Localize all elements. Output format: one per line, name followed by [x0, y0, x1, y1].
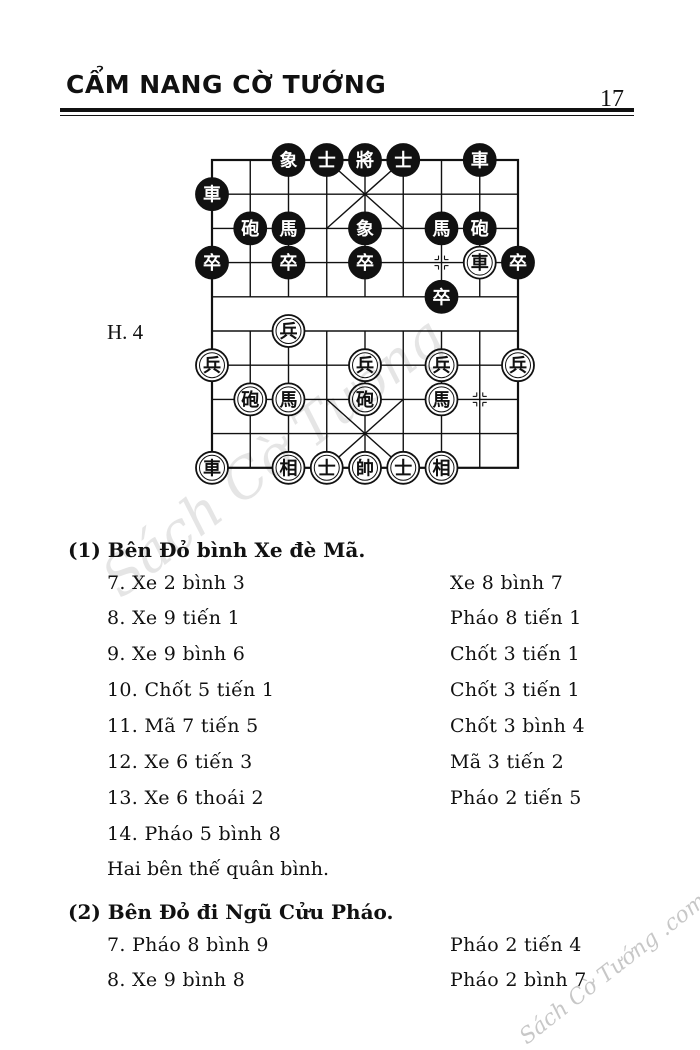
move-red: 7. Pháo 8 bình 9: [107, 934, 269, 956]
red-cannon-label: 砲: [356, 389, 374, 411]
move-black: Pháo 2 tiến 4: [450, 934, 582, 956]
red-soldier-label: 兵: [203, 356, 221, 377]
black-advisor-piece: 士: [386, 143, 421, 177]
move-red: 13. Xe 6 thoái 2: [107, 787, 264, 809]
move-black: Pháo 8 tiến 1: [450, 607, 582, 629]
red-general-piece: 帥: [348, 450, 382, 485]
red-elephant-label: 相: [280, 458, 298, 479]
red-soldier-label: 兵: [509, 356, 527, 377]
header-rule-thin: [60, 115, 634, 116]
summary-text: Hai bên thế quân bình.: [107, 858, 330, 880]
red-advisor-piece: 士: [386, 450, 421, 485]
red-horse-piece: 馬: [271, 382, 306, 417]
black-horse-label: 馬: [433, 219, 451, 240]
red-soldier-label: 兵: [280, 322, 298, 343]
black-horse-label: 馬: [280, 219, 298, 240]
figure-label: H. 4: [107, 320, 144, 344]
black-soldier-label: 卒: [433, 286, 451, 308]
black-cannon-piece: 砲: [233, 211, 268, 246]
red-soldier-piece: 兵: [424, 348, 459, 383]
red-chariot-piece: 車: [195, 450, 229, 485]
move-red: 10. Chốt 5 tiến 1: [107, 679, 275, 701]
black-advisor-piece: 士: [309, 143, 344, 177]
black-chariot-label: 車: [203, 184, 221, 206]
red-soldier-piece: 兵: [501, 348, 535, 383]
black-soldier-piece: 卒: [348, 245, 382, 280]
book-title: CẨM NANG CỜ TƯỚNG: [66, 70, 387, 99]
move-black: Chốt 3 bình 4: [450, 715, 585, 737]
header-rule: [60, 108, 634, 112]
red-cannon-label: 砲: [241, 389, 259, 411]
move-red: 12. Xe 6 tiến 3: [107, 751, 253, 773]
red-soldier-piece: 兵: [271, 314, 306, 348]
red-soldier-label: 兵: [433, 356, 451, 377]
move-black: Pháo 2 bình 7: [450, 969, 587, 991]
red-general-label: 帥: [356, 457, 374, 479]
section-heading: (1) Bên Đỏ bình Xe đè Mã.: [68, 538, 366, 562]
red-chariot-label: 車: [203, 457, 221, 479]
red-chariot-piece: 車: [462, 245, 497, 280]
move-red: 9. Xe 9 bình 6: [107, 643, 246, 665]
black-advisor-label: 士: [394, 151, 412, 172]
black-soldier-piece: 卒: [501, 245, 535, 280]
board-pieces: 象士將士車車砲馬象馬砲卒卒卒卒卒車兵兵兵兵兵砲馬砲馬車相士帥士相: [195, 143, 535, 485]
black-soldier-label: 卒: [356, 252, 374, 274]
move-black: Xe 8 bình 7: [450, 572, 564, 594]
black-soldier-label: 卒: [280, 252, 298, 274]
red-soldier-piece: 兵: [348, 348, 382, 383]
black-chariot-label: 車: [471, 150, 489, 172]
move-red: 8. Xe 9 tiến 1: [107, 607, 241, 629]
black-cannon-piece: 砲: [462, 211, 497, 246]
red-advisor-label: 士: [394, 458, 412, 479]
black-soldier-label: 卒: [203, 252, 221, 274]
red-elephant-label: 相: [433, 458, 451, 479]
black-soldier-piece: 卒: [195, 245, 229, 280]
black-horse-piece: 馬: [424, 211, 459, 246]
xiangqi-board: 象士將士車車砲馬象馬砲卒卒卒卒卒車兵兵兵兵兵砲馬砲馬車相士帥士相: [195, 143, 535, 485]
black-elephant-label: 象: [356, 218, 374, 240]
red-cannon-piece: 砲: [348, 382, 382, 417]
black-elephant-label: 象: [280, 150, 298, 172]
black-general-label: 將: [356, 150, 374, 172]
red-elephant-piece: 相: [424, 450, 459, 485]
red-soldier-piece: 兵: [195, 348, 229, 383]
red-horse-label: 馬: [433, 390, 451, 411]
black-chariot-piece: 車: [195, 177, 229, 212]
move-black: Pháo 2 tiến 5: [450, 787, 582, 809]
section-heading: (2) Bên Đỏ đi Ngũ Cửu Pháo.: [68, 900, 394, 924]
red-elephant-piece: 相: [271, 450, 306, 485]
move-black: Chốt 3 tiến 1: [450, 679, 580, 701]
black-horse-piece: 馬: [271, 211, 306, 246]
black-elephant-piece: 象: [348, 211, 382, 246]
move-red: 8. Xe 9 bình 8: [107, 969, 246, 991]
red-advisor-piece: 士: [309, 450, 344, 485]
black-general-piece: 將: [348, 143, 382, 177]
move-red: 7. Xe 2 bình 3: [107, 572, 246, 594]
palace-diagonal: [326, 159, 404, 229]
move-red: 14. Pháo 5 bình 8: [107, 823, 282, 845]
black-advisor-label: 士: [318, 151, 336, 172]
palace-diagonal: [326, 398, 404, 469]
red-horse-label: 馬: [280, 390, 298, 411]
black-cannon-label: 砲: [241, 218, 259, 240]
black-soldier-piece: 卒: [424, 279, 459, 314]
move-black: Chốt 3 tiến 1: [450, 643, 580, 665]
page-number: 17: [600, 86, 624, 112]
move-red: 11. Mã 7 tiến 5: [107, 715, 259, 737]
black-soldier-label: 卒: [509, 252, 527, 274]
red-advisor-label: 士: [318, 458, 336, 479]
red-soldier-label: 兵: [356, 356, 374, 377]
black-cannon-label: 砲: [471, 218, 489, 240]
black-chariot-piece: 車: [462, 143, 497, 177]
move-black: Mã 3 tiến 2: [450, 751, 565, 773]
red-horse-piece: 馬: [424, 382, 459, 417]
red-cannon-piece: 砲: [233, 382, 268, 417]
black-elephant-piece: 象: [271, 143, 306, 177]
red-chariot-label: 車: [471, 252, 489, 274]
black-soldier-piece: 卒: [271, 245, 306, 280]
